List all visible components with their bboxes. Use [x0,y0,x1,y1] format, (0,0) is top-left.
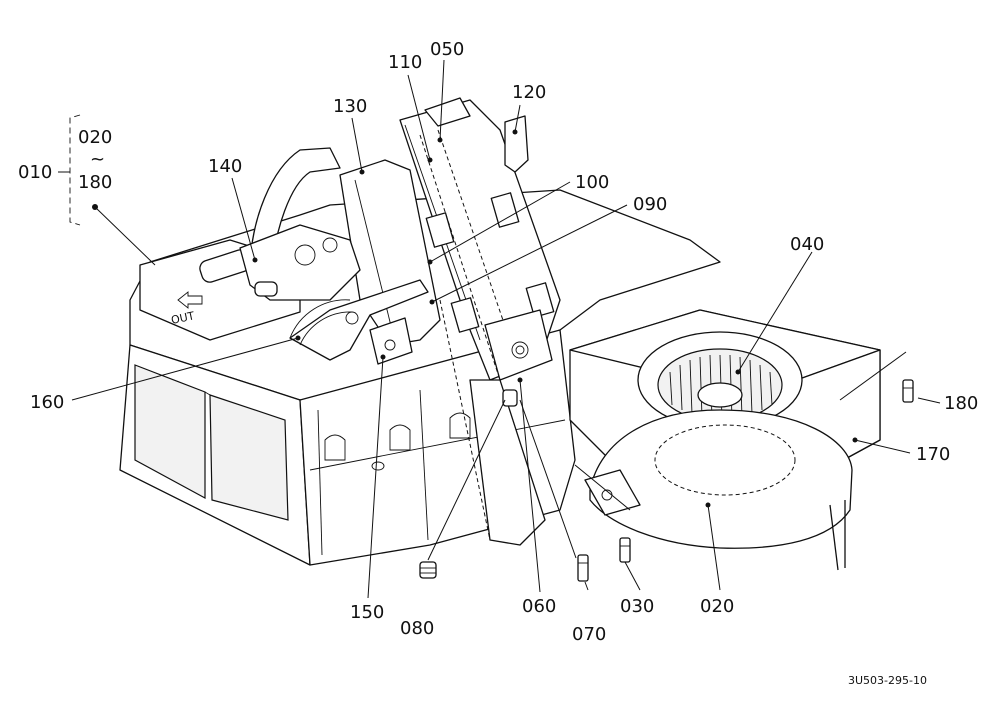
callout-020: 020 [700,596,734,617]
blower-scroll-020 [584,409,853,571]
callout-070: 070 [572,624,606,645]
leader-lines [71,59,941,599]
callout-tilde: ~ [90,149,105,170]
heater-core-housing [399,97,561,546]
callout-010: 010 [18,162,52,183]
callout-130: 130 [333,96,367,117]
callout-090: 090 [633,194,667,215]
valve-060 [502,389,518,407]
callout-160: 160 [30,392,64,413]
screw-070 [577,554,589,582]
callout-180: 180 [944,393,978,414]
callout-150: 150 [350,602,384,623]
callout-040: 040 [790,234,824,255]
callout-060: 060 [522,596,556,617]
fan-blades [669,354,773,421]
callout-labels: 010 020 ~ 180 110 050 120 130 140 100 09… [18,39,978,645]
lever-160 [289,279,429,361]
plug-080 [419,561,437,579]
callout-170: 170 [916,444,950,465]
callout-100: 100 [575,172,609,193]
callout-080: 080 [400,618,434,639]
callout-140: 140 [208,156,242,177]
group-bracket [69,114,81,226]
hose-140 [199,147,361,301]
bracket-120 [504,115,529,173]
callout-180-range: 180 [78,172,112,193]
callout-120: 120 [512,82,546,103]
screw-180 [902,379,914,403]
callout-030: 030 [620,596,654,617]
callout-050: 050 [430,39,464,60]
callout-110: 110 [388,52,422,73]
out-label: OUT [170,309,196,327]
callout-020-range: 020 [78,127,112,148]
screw-030 [619,537,631,563]
drawing-code: 3U503-295-10 [848,674,927,687]
actuator-150 [369,317,413,365]
